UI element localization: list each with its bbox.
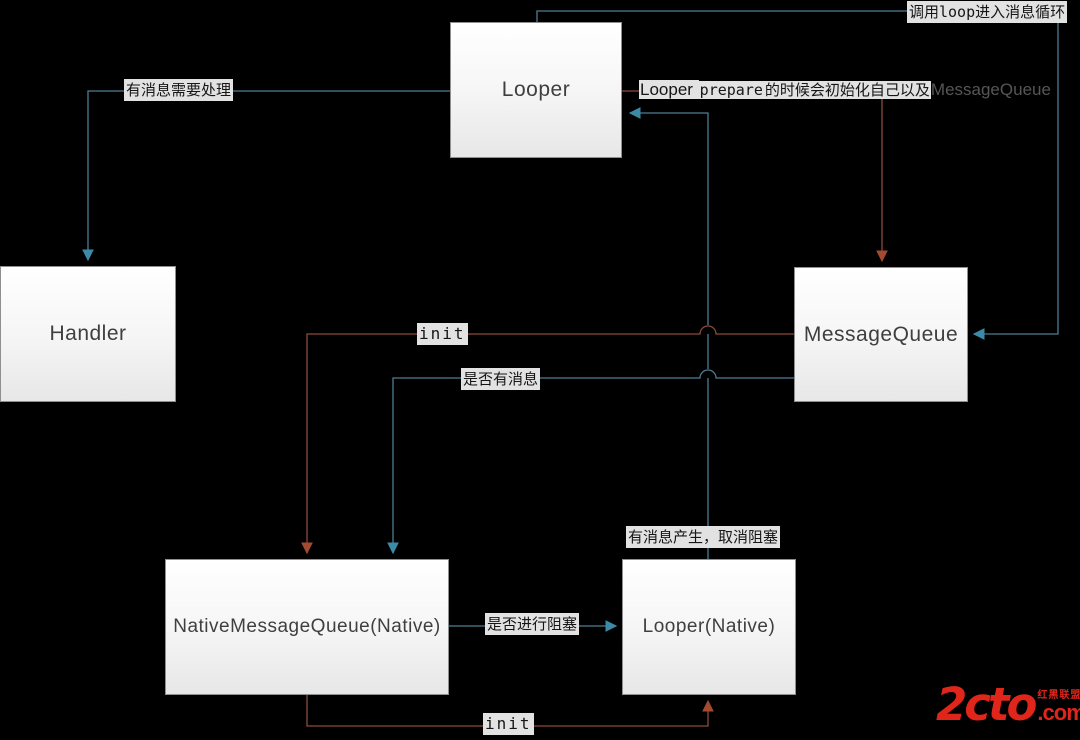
edge-has-message: [387, 369, 794, 555]
node-looper: Looper: [450, 22, 622, 158]
prepare-label-prefix: Looper: [639, 80, 699, 99]
prepare-label-tail: MessageQueue: [930, 80, 1051, 99]
node-looper-label: Looper: [501, 78, 571, 101]
prepare-label-suffix: 的时候会初始化自己以及: [763, 81, 931, 99]
brand-text: 2cto: [936, 678, 1037, 731]
node-message-queue: MessageQueue: [794, 267, 968, 402]
node-native-message-queue: NativeMessageQueue(Native): [165, 559, 449, 695]
edge-label-wake: 有消息产生，取消阻塞: [626, 526, 781, 548]
brand-right-column: 红黑联盟 .com: [1037, 684, 1080, 724]
node-message-queue-label: MessageQueue: [803, 322, 959, 346]
edge-label-block-query: 是否进行阻塞: [485, 613, 580, 635]
brand-domain: .com: [1037, 700, 1080, 725]
node-looper-native-label: Looper(Native): [642, 616, 776, 637]
edge-init-mq: [301, 325, 794, 555]
edge-label-handle-message: 有消息需要处理: [124, 79, 234, 101]
edge-label-init-native: init: [483, 713, 534, 735]
edge-label-has-message: 是否有消息: [461, 368, 541, 390]
edge-label-call-loop: 调用loop进入消息循环: [907, 1, 1068, 23]
node-looper-native: Looper(Native): [622, 559, 796, 695]
node-handler-label: Handler: [49, 322, 127, 345]
edge-label-init-mq: init: [417, 323, 468, 345]
watermark-logo: 2cto 红黑联盟 .com: [936, 678, 1080, 731]
prepare-label-code: prepare: [698, 81, 764, 99]
node-handler: Handler: [0, 266, 176, 402]
edge-handle-message: [82, 90, 450, 262]
brand-tagline: 红黑联盟: [1037, 690, 1080, 701]
node-native-message-queue-label: NativeMessageQueue(Native): [173, 616, 441, 637]
edge-prepare: [622, 90, 888, 263]
edge-wake: [628, 107, 709, 559]
